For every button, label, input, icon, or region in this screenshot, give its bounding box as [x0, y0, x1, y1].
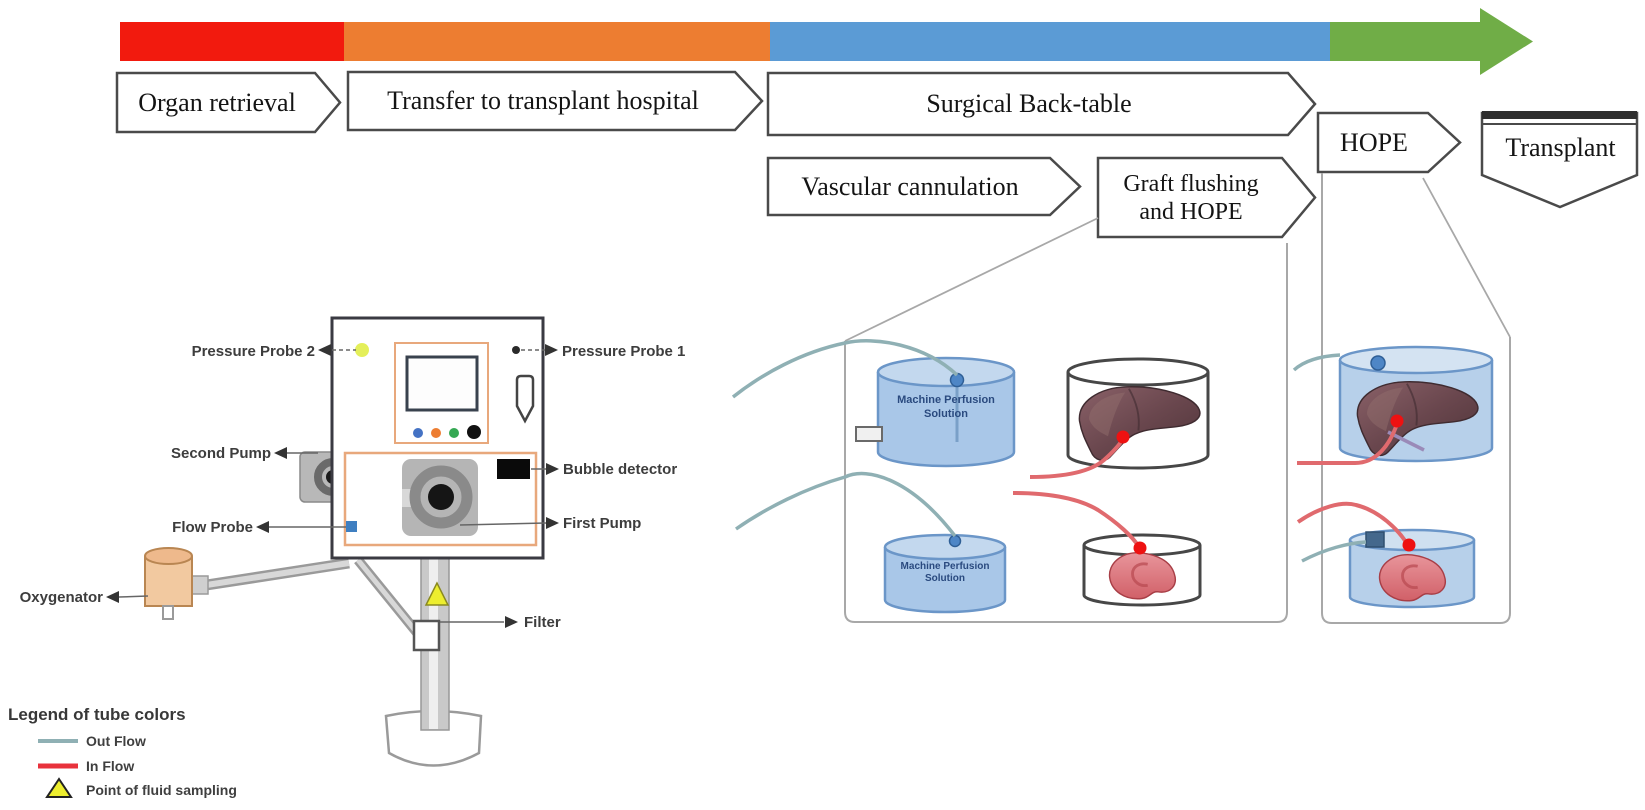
hope-scene [1338, 345, 1494, 609]
in-flow-tube-hope-kidney [1296, 501, 1408, 544]
out-flow-tube-hope-liver [1292, 353, 1341, 372]
graft-flushing-callout-line [844, 217, 1099, 342]
arrowhead-icon [274, 447, 287, 459]
stage-shape-surgical-back-table [766, 71, 1317, 137]
timeline-bar [120, 8, 1533, 75]
basin-port-blue [1370, 355, 1386, 371]
solution-port-bottom [948, 534, 962, 548]
arrowhead-icon [318, 344, 331, 356]
pump-bay [343, 451, 538, 547]
pressure-probe-2-port [355, 343, 369, 357]
stage-shape-transfer [346, 70, 764, 132]
orange-button [431, 428, 441, 438]
green-button [449, 428, 459, 438]
blue-button [413, 428, 423, 438]
timeline-arrowhead-icon [1480, 8, 1533, 75]
solution-container-top [876, 372, 1016, 468]
solution-container-bottom [883, 547, 1007, 614]
pressure-probe-1-port [512, 346, 520, 354]
legend-swatches [38, 739, 78, 798]
machine-screen [405, 355, 479, 412]
out-flow-tube-hope-kidney [1301, 540, 1367, 563]
flow-probe-device [346, 521, 357, 532]
hope-callout-line [1422, 177, 1511, 338]
arrowhead-icon [505, 616, 518, 628]
perfusion-machine [144, 316, 545, 767]
cannulation-points [1116, 414, 1416, 555]
sampling-triangle-icon [424, 581, 450, 606]
solution-spigot [855, 426, 883, 442]
cannula-dot [1402, 538, 1416, 552]
arrowhead-icon [546, 517, 559, 529]
cannula-dot [1390, 414, 1404, 428]
in-flow-tube-liver [1029, 437, 1125, 479]
arrowhead-icon [106, 591, 119, 603]
bar-segment-red [120, 22, 344, 61]
black-knob [467, 425, 481, 439]
in-flow-tube-kidney [1012, 491, 1141, 549]
bar-segment-green [1330, 22, 1480, 61]
out-flow-tube-top [731, 339, 959, 399]
label-arrowheads [106, 344, 559, 628]
bubble-detector-device [497, 459, 530, 479]
arrowhead-icon [545, 344, 558, 356]
stage-shape-organ-retrieval [115, 71, 342, 134]
label-lines [118, 349, 547, 623]
panel-buttons [413, 425, 481, 439]
out-flow-tube-bottom [734, 471, 957, 538]
tubing [731, 339, 1408, 563]
stage-arrows [115, 70, 1639, 239]
first-pump [402, 459, 478, 536]
stage-shape-vascular-cannulation [766, 156, 1082, 217]
stage-shape-graft-flushing [1096, 156, 1317, 239]
sampling-swatch-icon [45, 777, 73, 798]
graft-flushing-panel [844, 243, 1288, 623]
transplant-banner-top-band [1482, 111, 1637, 119]
bar-segment-orange [344, 22, 770, 61]
solution-port-top [949, 372, 965, 388]
arrowhead-icon [256, 521, 269, 533]
stand-base [384, 709, 483, 767]
cannula-dot [1133, 541, 1147, 555]
oxygenator-device [144, 547, 209, 620]
filter-device [412, 619, 441, 652]
stage-shape-transplant [1480, 111, 1639, 209]
probe-holder [515, 374, 535, 424]
in-flow-tube-hope-liver [1297, 423, 1399, 465]
stage-shape-hope [1316, 111, 1462, 174]
dish-port-square [1365, 531, 1385, 548]
arrowhead-icon [546, 463, 559, 475]
bar-segment-blue [770, 22, 1330, 61]
cannula-dot [1116, 430, 1130, 444]
